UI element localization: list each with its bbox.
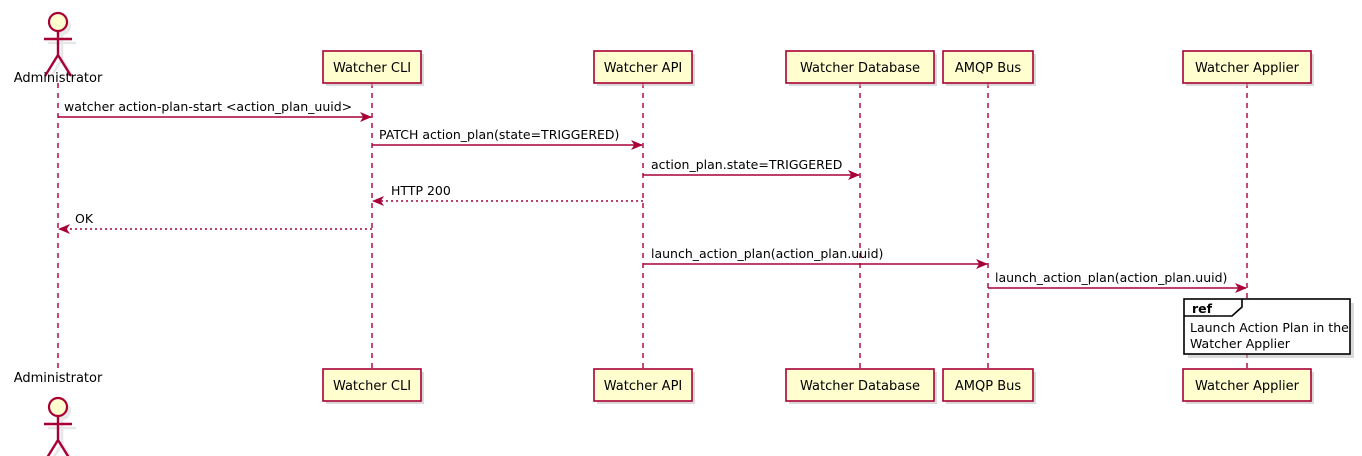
participant-api[interactable]: Watcher API	[593, 50, 695, 86]
actor-name-label: Administrator	[14, 371, 103, 386]
message-m5: OK	[58, 211, 372, 234]
message-m4: HTTP 200	[372, 183, 643, 206]
actor-shadow-body	[48, 420, 76, 456]
participant-amqp[interactable]: AMQP Bus	[942, 368, 1036, 404]
message-m1: watcher action-plan-start <action_plan_u…	[58, 99, 372, 122]
participant-box	[322, 368, 422, 402]
participant-box	[942, 368, 1034, 402]
ref-tab	[1184, 299, 1243, 317]
actor-admin[interactable]: Administrator	[14, 371, 103, 456]
participant-label: Watcher Applier	[1195, 61, 1300, 76]
participant-amqp[interactable]: AMQP Bus	[942, 50, 1036, 86]
participant-applier[interactable]: Watcher Applier	[1182, 368, 1314, 404]
ref-body-line: Watcher Applier	[1190, 336, 1291, 351]
participant-label: Watcher CLI	[333, 379, 411, 394]
participant-label: Watcher Applier	[1195, 379, 1300, 394]
actor-head	[47, 396, 69, 418]
message-m6: launch_action_plan(action_plan.uuid)	[643, 246, 988, 269]
participant-box	[785, 50, 935, 84]
participant-label: Watcher Database	[800, 379, 920, 394]
participant-cli[interactable]: Watcher CLI	[322, 50, 424, 86]
actor-name-label: Administrator	[14, 71, 103, 86]
ref-body-line: Launch Action Plan in the	[1190, 320, 1349, 335]
participant-box	[942, 50, 1034, 84]
actor-shadow-body	[47, 35, 77, 81]
participant-applier[interactable]: Watcher Applier	[1182, 50, 1314, 86]
participant-db[interactable]: Watcher Database	[785, 368, 937, 404]
actor-body	[44, 416, 72, 456]
message-m2: PATCH action_plan(state=TRIGGERED)	[372, 127, 643, 150]
message-label: HTTP 200	[391, 183, 451, 198]
ref-outer-rect	[1183, 298, 1351, 355]
participant-label: AMQP Bus	[955, 379, 1021, 394]
participant-box	[1182, 368, 1312, 402]
participant-label: Watcher API	[604, 61, 683, 76]
participant-label: AMQP Bus	[955, 61, 1021, 76]
participant-box	[593, 368, 693, 402]
message-label: launch_action_plan(action_plan.uuid)	[995, 270, 1227, 285]
participant-box	[1182, 50, 1312, 84]
actor-admin[interactable]: Administrator	[14, 11, 103, 86]
participant-box	[322, 50, 422, 84]
participant-label: Watcher CLI	[333, 61, 411, 76]
actor-head	[47, 11, 69, 33]
participant-db[interactable]: Watcher Database	[785, 50, 937, 86]
message-label: OK	[75, 211, 94, 226]
actor-body	[43, 31, 73, 77]
messages-layer: watcher action-plan-start <action_plan_u…	[58, 99, 1247, 293]
participant-cli[interactable]: Watcher CLI	[322, 368, 424, 404]
message-m7: launch_action_plan(action_plan.uuid)	[988, 270, 1247, 293]
ref-keyword-label: ref	[1192, 301, 1213, 316]
participant-api[interactable]: Watcher API	[593, 368, 695, 404]
participant-label: Watcher API	[604, 379, 683, 394]
participant-box	[785, 368, 935, 402]
lifelines-layer	[57, 83, 1248, 369]
message-label: watcher action-plan-start <action_plan_u…	[64, 99, 352, 114]
participant-box	[593, 50, 693, 84]
participant-label: Watcher Database	[800, 61, 920, 76]
message-label: PATCH action_plan(state=TRIGGERED)	[379, 127, 619, 142]
message-m3: action_plan.state=TRIGGERED	[643, 157, 860, 180]
message-label: launch_action_plan(action_plan.uuid)	[651, 246, 883, 261]
message-label: action_plan.state=TRIGGERED	[651, 157, 842, 172]
